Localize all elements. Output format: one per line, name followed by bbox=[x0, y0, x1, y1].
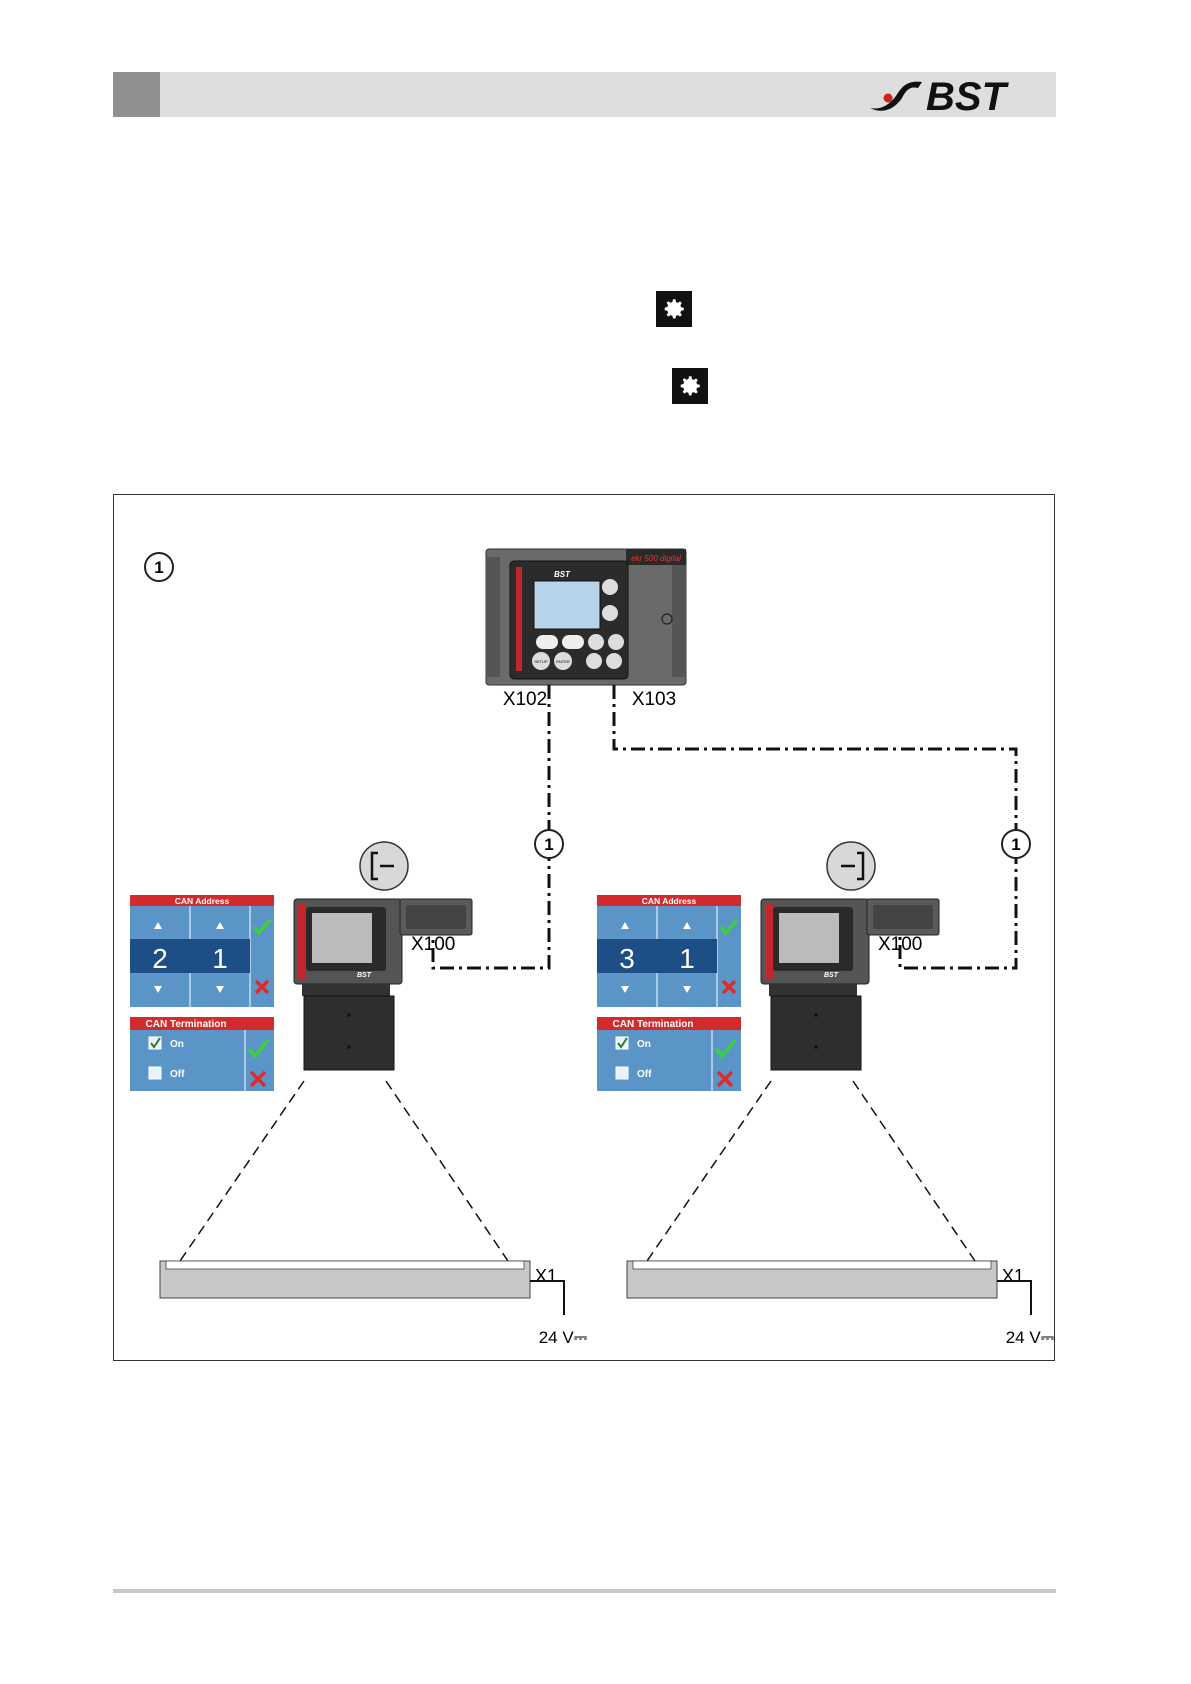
svg-text:Off: Off bbox=[170, 1069, 185, 1080]
svg-text:CAN Address: CAN Address bbox=[175, 896, 230, 906]
svg-text:BST: BST bbox=[824, 972, 839, 979]
setup-label: SETUP bbox=[534, 659, 548, 664]
port-x102: X102 bbox=[503, 689, 547, 710]
controller-brand: BST bbox=[554, 570, 571, 579]
svg-text:2: 2 bbox=[152, 943, 168, 974]
svg-text:CAN Termination: CAN Termination bbox=[146, 1019, 227, 1030]
gear-icon bbox=[672, 368, 708, 404]
header-marker bbox=[113, 72, 160, 117]
footer-rule bbox=[113, 1589, 1056, 1593]
port-x1-left: X1 bbox=[535, 1266, 557, 1286]
light-bar-left: X1 24 V⎓ bbox=[160, 1261, 588, 1347]
controller-model-badge: ekr 500 digital bbox=[631, 554, 681, 563]
logo-text: BST bbox=[926, 75, 1010, 116]
light-beam-right bbox=[647, 1081, 975, 1261]
bst-swoosh-icon bbox=[870, 82, 922, 111]
svg-text:On: On bbox=[637, 1039, 651, 1050]
sensor-unit-left: BST X100 bbox=[294, 899, 472, 1070]
sensor-unit-right: BST X100 bbox=[761, 899, 939, 1070]
cable-callout-right: 1 bbox=[1002, 830, 1030, 858]
port-x100-left: X100 bbox=[411, 934, 455, 955]
sensor-group-right: CAN Address 3 1 CAN Termination On Off bbox=[597, 842, 1055, 1347]
figure-callout: 1 bbox=[145, 553, 173, 581]
svg-text:CAN Address: CAN Address bbox=[642, 896, 697, 906]
controller-unit: ekr 500 digital BST SETUP ENTER X102 X10… bbox=[486, 549, 686, 710]
can-termination-panel-right: CAN Termination On Off bbox=[597, 1017, 741, 1091]
cable-callout-left: 1 bbox=[535, 830, 563, 858]
bst-logo: BST bbox=[866, 74, 1056, 116]
light-bar-right: X1 24 V⎓ bbox=[627, 1261, 1055, 1347]
svg-text:BST: BST bbox=[357, 972, 372, 979]
bracket-left-icon bbox=[360, 842, 408, 890]
svg-text:1: 1 bbox=[154, 558, 163, 577]
svg-text:Off: Off bbox=[637, 1069, 652, 1080]
svg-text:1: 1 bbox=[1011, 835, 1020, 854]
can-termination-panel-left: CAN Termination On Off bbox=[130, 1017, 274, 1091]
gear-icon bbox=[656, 291, 692, 327]
enter-label: ENTER bbox=[556, 659, 570, 664]
supply-left: 24 V⎓ bbox=[539, 1328, 588, 1347]
port-x103: X103 bbox=[632, 689, 676, 710]
wiring-figure: 1 ekr 500 digital BST SETUP ENTER X102 X… bbox=[113, 494, 1055, 1361]
svg-text:On: On bbox=[170, 1039, 184, 1050]
svg-text:CAN Termination: CAN Termination bbox=[613, 1019, 694, 1030]
svg-text:1: 1 bbox=[544, 835, 553, 854]
supply-right: 24 V⎓ bbox=[1006, 1328, 1055, 1347]
can-address-panel-left: CAN Address 2 1 bbox=[130, 895, 274, 1007]
bracket-right-icon bbox=[827, 842, 875, 890]
port-x1-right: X1 bbox=[1002, 1266, 1024, 1286]
port-x100-right: X100 bbox=[878, 934, 922, 955]
svg-text:3: 3 bbox=[619, 943, 635, 974]
svg-text:1: 1 bbox=[679, 943, 695, 974]
svg-text:1: 1 bbox=[212, 943, 228, 974]
can-address-panel-right: CAN Address 3 1 bbox=[597, 895, 741, 1007]
light-beam-left bbox=[180, 1081, 508, 1261]
sensor-group-left: CAN Address 2 1 CAN Termination On Off bbox=[130, 842, 588, 1347]
